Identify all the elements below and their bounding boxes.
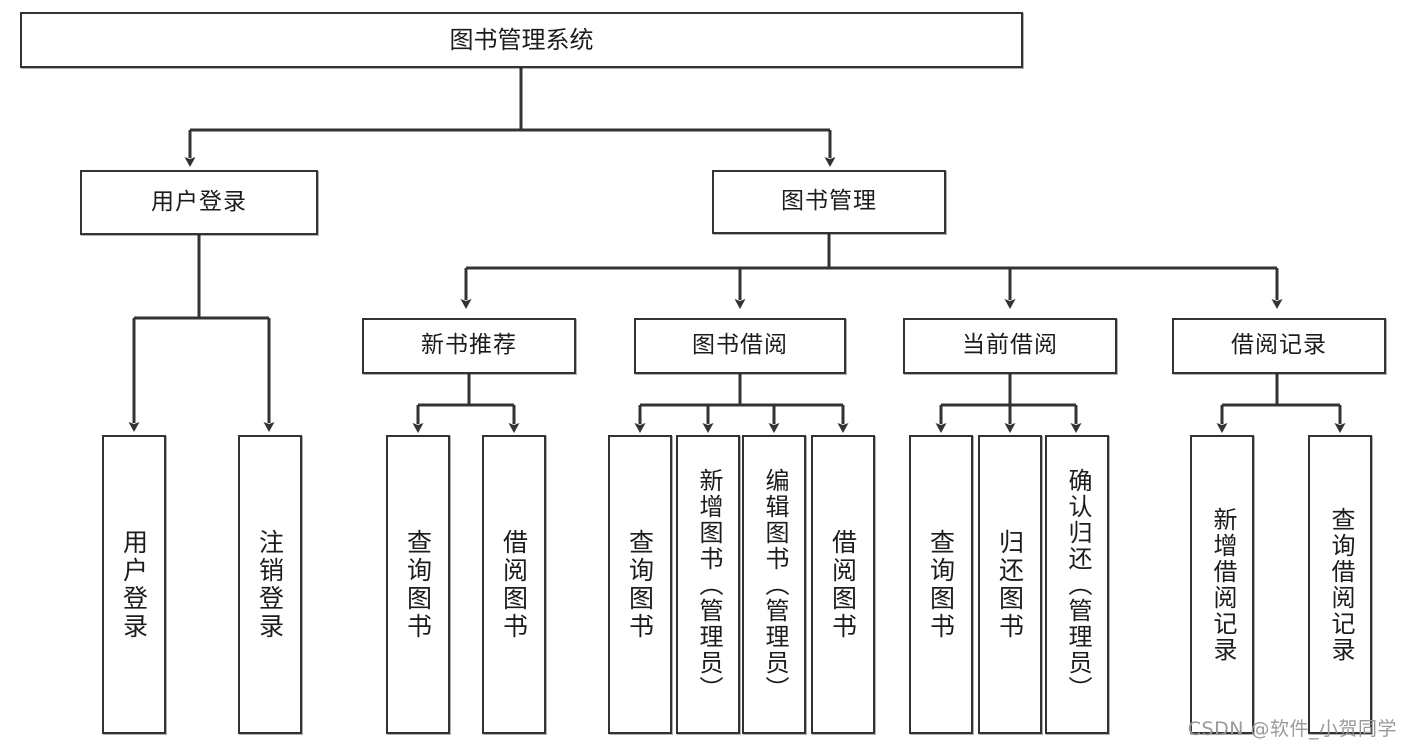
leaf-record-query[interactable]: 查询借阅记录: [1308, 435, 1372, 734]
leaf-current-query-book[interactable]: 查询图书: [909, 435, 973, 734]
node-root[interactable]: 图书管理系统: [20, 12, 1023, 68]
leaf-user-login-label: 用户登录: [119, 528, 149, 641]
leaf-user-logout-label: 注销登录: [255, 528, 285, 641]
node-root-label: 图书管理系统: [449, 25, 594, 54]
leaf-borrow-edit-book-label: 编辑图书（管理员）: [760, 467, 789, 702]
leaf-rec-borrow-book[interactable]: 借阅图书: [482, 435, 546, 734]
node-book-borrow-label: 图书借阅: [692, 332, 788, 359]
csdn-watermark: CSDN @软件_小贺同学: [1187, 718, 1397, 740]
node-book-manage-label: 图书管理: [781, 188, 877, 215]
leaf-record-query-label: 查询借阅记录: [1326, 506, 1355, 663]
leaf-current-query-book-label: 查询图书: [926, 528, 956, 641]
leaf-current-return-book-label: 归还图书: [995, 528, 1025, 641]
leaf-user-logout[interactable]: 注销登录: [238, 435, 302, 734]
leaf-borrow-add-book[interactable]: 新增图书（管理员）: [676, 435, 740, 734]
leaf-borrow-query-book-label: 查询图书: [625, 528, 655, 641]
leaf-current-confirm-return-label: 确认归还（管理员）: [1063, 467, 1092, 702]
leaf-borrow-borrow-book[interactable]: 借阅图书: [811, 435, 875, 734]
leaf-rec-query-book-label: 查询图书: [403, 528, 433, 641]
node-current-borrow-label: 当前借阅: [962, 332, 1058, 359]
node-book-manage[interactable]: 图书管理: [712, 170, 946, 234]
leaf-current-return-book[interactable]: 归还图书: [978, 435, 1042, 734]
leaf-borrow-add-book-label: 新增图书（管理员）: [694, 467, 723, 702]
leaf-rec-borrow-book-label: 借阅图书: [499, 528, 529, 641]
leaf-borrow-edit-book[interactable]: 编辑图书（管理员）: [742, 435, 806, 734]
leaf-rec-query-book[interactable]: 查询图书: [386, 435, 450, 734]
leaf-current-confirm-return[interactable]: 确认归还（管理员）: [1045, 435, 1109, 734]
node-borrow-record-label: 借阅记录: [1231, 332, 1327, 359]
node-book-borrow[interactable]: 图书借阅: [634, 318, 846, 374]
leaf-record-add-label: 新增借阅记录: [1208, 506, 1237, 663]
node-new-book-recommend[interactable]: 新书推荐: [362, 318, 576, 374]
node-user-login[interactable]: 用户登录: [80, 170, 318, 235]
node-borrow-record[interactable]: 借阅记录: [1172, 318, 1386, 374]
node-user-login-label: 用户登录: [151, 188, 247, 215]
leaf-record-add[interactable]: 新增借阅记录: [1190, 435, 1254, 734]
leaf-user-login[interactable]: 用户登录: [102, 435, 166, 734]
leaf-borrow-borrow-book-label: 借阅图书: [828, 528, 858, 641]
node-new-book-recommend-label: 新书推荐: [421, 332, 517, 359]
node-current-borrow[interactable]: 当前借阅: [903, 318, 1117, 374]
leaf-borrow-query-book[interactable]: 查询图书: [608, 435, 672, 734]
